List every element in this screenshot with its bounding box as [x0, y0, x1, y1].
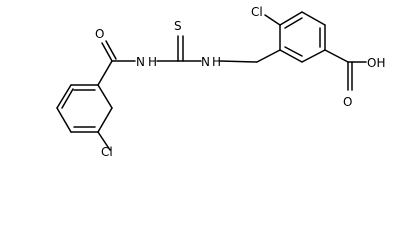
carbonyl-oxygen-label: O — [95, 27, 104, 41]
acid-oxygen-label: O — [343, 95, 352, 109]
thioamide-nitrogen-label: N — [201, 55, 210, 69]
left-benzene-ring — [56, 84, 113, 133]
structure-canvas: O Cl S N H N H Cl OH O — [56, 5, 385, 158]
hydroxyl-label: OH — [367, 56, 385, 70]
amide-nitrogen-label: N — [136, 55, 145, 69]
thioamide-hydrogen-label: H — [212, 55, 221, 69]
right-benzene-ring — [256, 11, 326, 63]
left-chlorine-label: Cl — [101, 145, 113, 158]
chemical-structure-diagram: O Cl S N H N H Cl OH O — [56, 5, 385, 158]
right-chloro-bond — [264, 14, 281, 26]
carboxyl-group — [324, 49, 367, 91]
left-chloro-bond — [97, 131, 111, 151]
right-chlorine-label: Cl — [251, 5, 263, 19]
thiocarbonyl-sulfur-label: S — [174, 19, 182, 33]
thioamide-bond — [219, 60, 258, 63]
amide-hydrogen-label: H — [148, 55, 157, 69]
carbonyl-group — [97, 35, 202, 86]
